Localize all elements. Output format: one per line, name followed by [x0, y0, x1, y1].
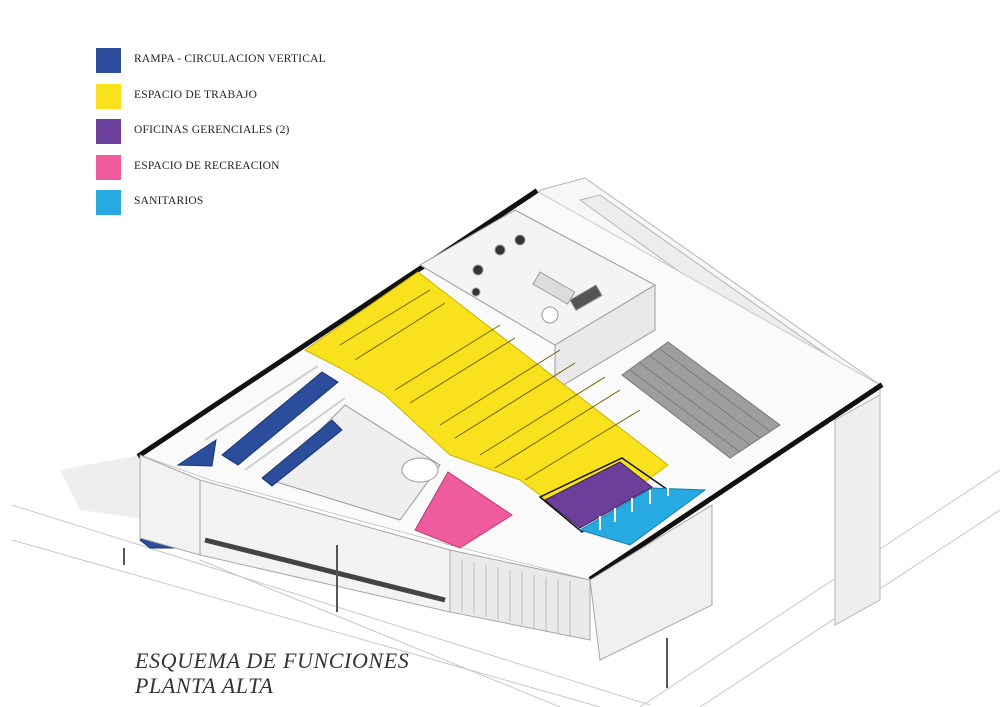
legend-label-recreacion: ESPACIO DE RECREACION	[134, 159, 280, 172]
sanitarios-partitions	[599, 482, 669, 530]
title-line-1: ESQUEMA DE FUNCIONES	[135, 648, 410, 673]
legend-label-rampa: RAMPA - CIRCULACION VERTICAL	[134, 53, 326, 65]
recreacion-swatch-icon	[96, 154, 121, 180]
courtyard	[269, 404, 441, 521]
managers-offices-zone	[544, 461, 653, 529]
oficinas-swatch-icon	[96, 119, 121, 144]
outer-walls	[136, 188, 884, 582]
diagram-title: ESQUEMA DE FUNCIONES PLANTA ALTA	[135, 648, 409, 698]
legend-label-trabajo: ESPACIO DE TRABAJO	[134, 88, 258, 101]
sanitarios-zone	[578, 487, 707, 546]
front-facade	[139, 454, 591, 641]
sanitarios-swatch-icon	[96, 190, 121, 215]
title-line-2: PLANTA ALTA	[135, 673, 274, 698]
legend-label-oficinas: OFICINAS GERENCIALES (2)	[134, 124, 290, 136]
street-shadow	[60, 455, 150, 520]
legend-label-sanitarios: SANITARIOS	[134, 195, 204, 207]
ramp-rails	[204, 365, 346, 471]
street-posts	[123, 545, 668, 688]
facade-slats	[461, 560, 571, 637]
lounge-room	[419, 209, 657, 391]
trabajo-swatch-icon	[96, 83, 121, 109]
pergola	[621, 341, 781, 459]
rampa-swatch-icon	[96, 48, 121, 73]
recreation-zone	[414, 471, 513, 549]
side-facade	[589, 504, 713, 661]
street-lines	[11, 469, 1000, 707]
desk-rows	[339, 289, 641, 481]
